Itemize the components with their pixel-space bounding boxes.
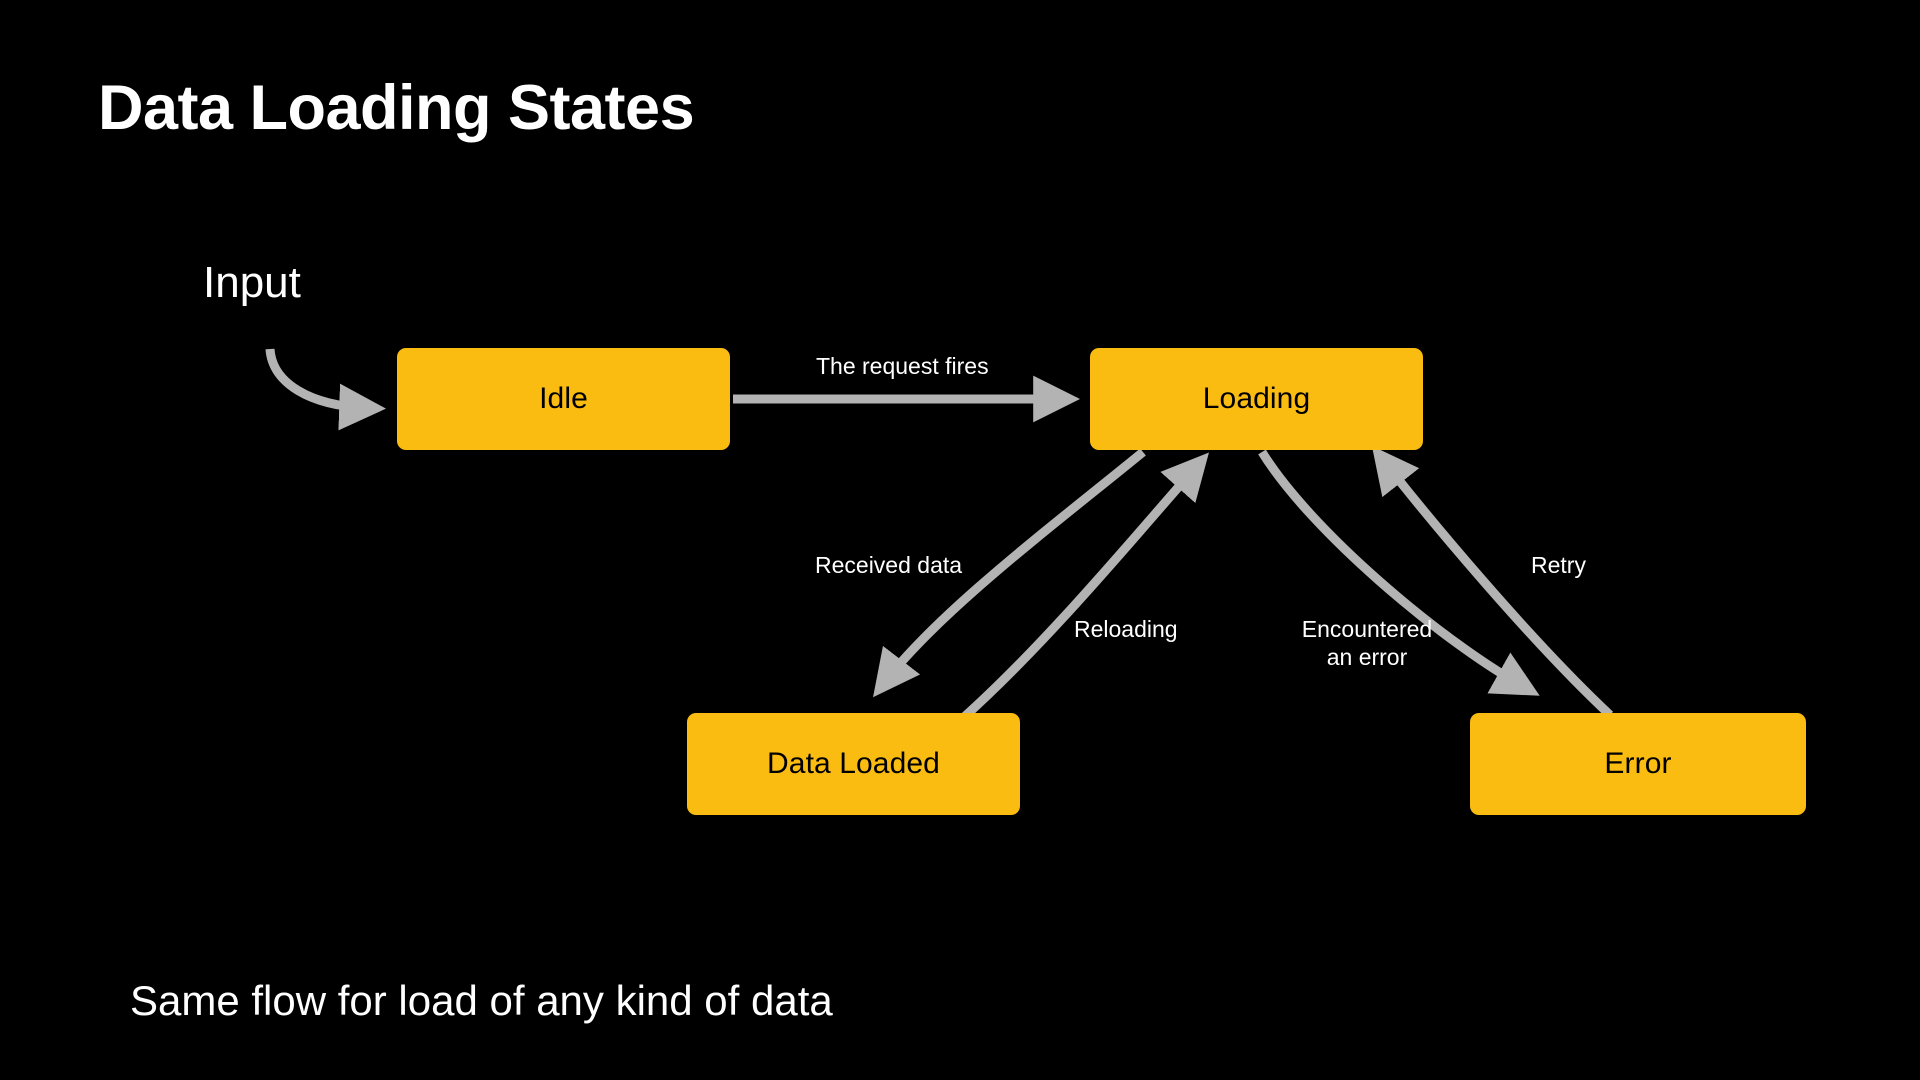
state-node-idle[interactable]: Idle (397, 348, 730, 450)
edge-error-to-loading (1371, 445, 1614, 719)
edge-dataloaded-to-loading (959, 452, 1209, 722)
state-node-data-loaded[interactable]: Data Loaded (687, 713, 1020, 815)
edge-label-encountered-an-error: Encountered an error (1289, 615, 1445, 671)
slide-caption: Same flow for load of any kind of data (130, 977, 833, 1024)
state-node-idle-label: Idle (539, 382, 588, 415)
edge-label-reloading: Reloading (1074, 616, 1178, 642)
entry-label-input: Input (203, 258, 301, 307)
edge-label-retry: Retry (1531, 552, 1586, 578)
edge-label-received-data: Received data (815, 552, 963, 578)
state-node-error-label: Error (1604, 747, 1672, 780)
state-node-data-loaded-label: Data Loaded (767, 747, 940, 780)
edge-label-encountered-line2: an error (1326, 644, 1408, 671)
state-node-loading-label: Loading (1202, 382, 1311, 415)
edge-input-to-idle (265, 348, 386, 431)
page-title: Data Loading States (98, 73, 695, 143)
edge-label-request-fires: The request fires (816, 353, 989, 379)
edge-label-encountered-line1: Encountered (1301, 616, 1433, 642)
state-node-loading[interactable]: Loading (1090, 348, 1423, 450)
state-node-error[interactable]: Error (1470, 713, 1806, 815)
